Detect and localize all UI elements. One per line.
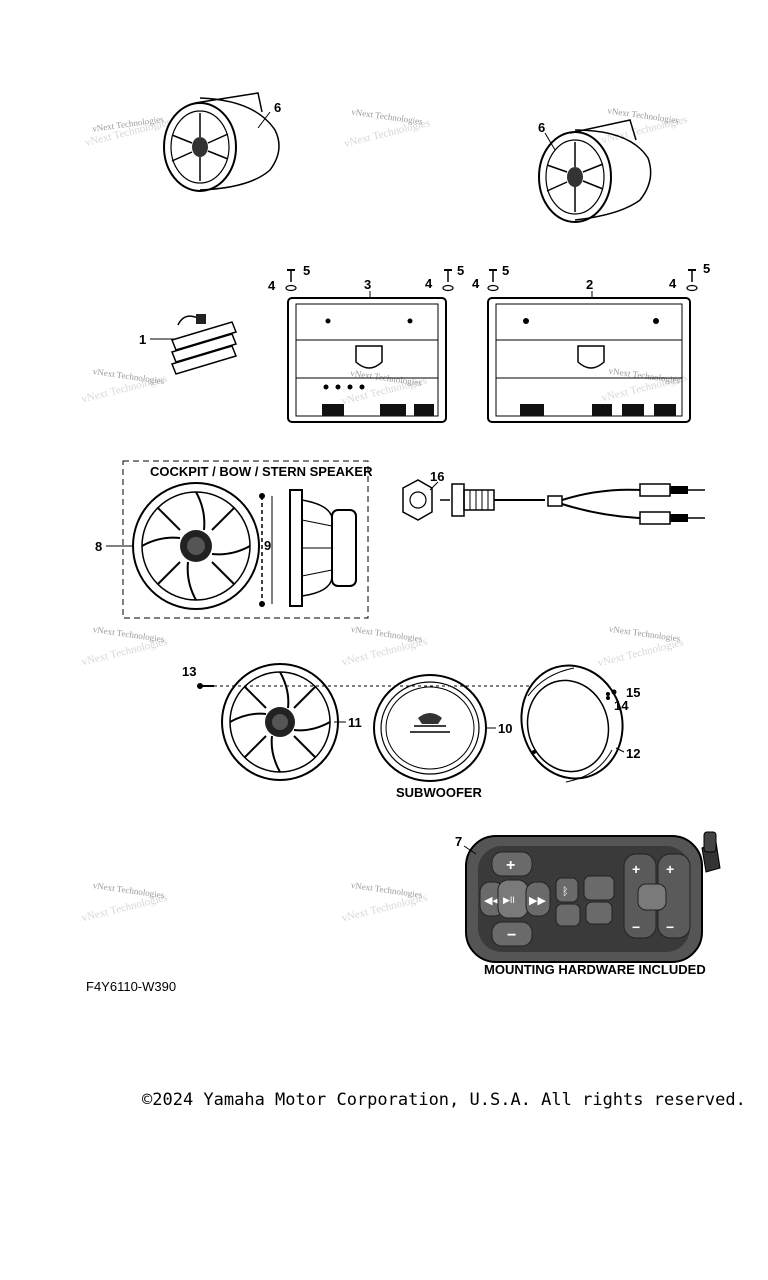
watermark: vNext Technologies (608, 624, 681, 644)
cockpit-speaker-label: COCKPIT / BOW / STERN SPEAKER (150, 464, 373, 479)
aux-button (555, 903, 581, 927)
callout-9: 9 (264, 538, 271, 553)
callout-5: 5 (502, 263, 509, 278)
wb-button (585, 901, 613, 925)
next-button (525, 881, 551, 917)
callout-5: 5 (703, 261, 710, 276)
callout-7: 7 (455, 834, 462, 849)
leader-line (257, 111, 271, 129)
leader-line (615, 747, 625, 753)
wiring-harness (170, 314, 238, 375)
leader-line (544, 132, 556, 151)
callout-4: 4 (669, 276, 677, 291)
amplifier-large (487, 297, 691, 423)
leader-line (463, 845, 477, 855)
watermarks: vNext Technologies vNext Technologies vN… (80, 105, 688, 924)
leader-line (429, 481, 439, 491)
callout-8: 8 (95, 539, 102, 554)
subwoofer-label: SUBWOOFER (396, 785, 483, 800)
tower-speaker-left (163, 92, 280, 192)
plus-icon: + (632, 861, 640, 877)
aux-fm-button (583, 875, 615, 901)
watermark: vNext Technologies (350, 880, 423, 900)
callout-5: 5 (457, 263, 464, 278)
power-button (637, 883, 667, 911)
callout-6: 6 (538, 120, 545, 135)
callout-16: 16 (430, 469, 444, 484)
rewind-icon: ◀◀ (484, 895, 501, 907)
minus-icon: − (666, 919, 674, 935)
copyright-notice: ©2024 Yamaha Motor Corporation, U.S.A. A… (142, 1090, 746, 1110)
screw-15 (611, 689, 617, 695)
screw-13 (197, 683, 214, 689)
callout-10: 10 (498, 721, 512, 736)
screws-washers (285, 269, 698, 292)
tower-speaker-right (538, 119, 652, 223)
plus-icon: + (506, 857, 515, 874)
callout-5: 5 (303, 263, 310, 278)
plus-icon: + (666, 861, 674, 877)
watermark: vNext Technologies (351, 107, 424, 127)
callout-6: 6 (274, 100, 281, 115)
nut-14 (606, 696, 610, 700)
callout-4: 4 (268, 278, 276, 293)
speaker-with-grille (221, 663, 339, 781)
speaker-mounting-screws (259, 493, 273, 607)
callout-12: 12 (626, 746, 640, 761)
bluetooth-remote: + − ◀◀ ▶II ▶▶ ᛒ + + − − (465, 831, 721, 963)
watermark: vNext Technologies (92, 880, 165, 900)
aux-input-cable (402, 479, 705, 525)
play-pause-icon: ▶II (503, 895, 515, 905)
watermark: vNext Technologies (350, 624, 423, 644)
cockpit-speaker-group-box (122, 460, 369, 619)
callout-15: 15 (626, 685, 640, 700)
callout-11: 11 (348, 715, 362, 730)
bluetooth-button (555, 877, 579, 903)
cockpit-speaker-front (132, 482, 260, 610)
callout-4: 4 (472, 276, 480, 291)
volume-down-button (491, 921, 533, 947)
mounting-ring (520, 664, 624, 783)
volume-up-button (491, 851, 533, 877)
callout-13: 13 (182, 664, 196, 679)
diagram-code: F4Y6110-W390 (86, 979, 177, 994)
callout-4: 4 (425, 276, 433, 291)
callout-3: 3 (364, 277, 371, 292)
cockpit-speaker-side (289, 489, 357, 607)
minus-icon: − (632, 919, 640, 935)
fast-forward-icon: ▶▶ (529, 895, 546, 907)
subwoofer (373, 674, 487, 782)
minus-icon: − (507, 927, 516, 944)
amplifier-small (287, 297, 447, 423)
callout-14: 14 (614, 698, 629, 713)
callout-2: 2 (586, 277, 593, 292)
mounting-hardware-label: MOUNTING HARDWARE INCLUDED (484, 962, 706, 977)
watermark: vNext Technologies (92, 624, 165, 644)
bluetooth-icon: ᛒ (562, 886, 569, 898)
callout-1: 1 (139, 332, 146, 347)
